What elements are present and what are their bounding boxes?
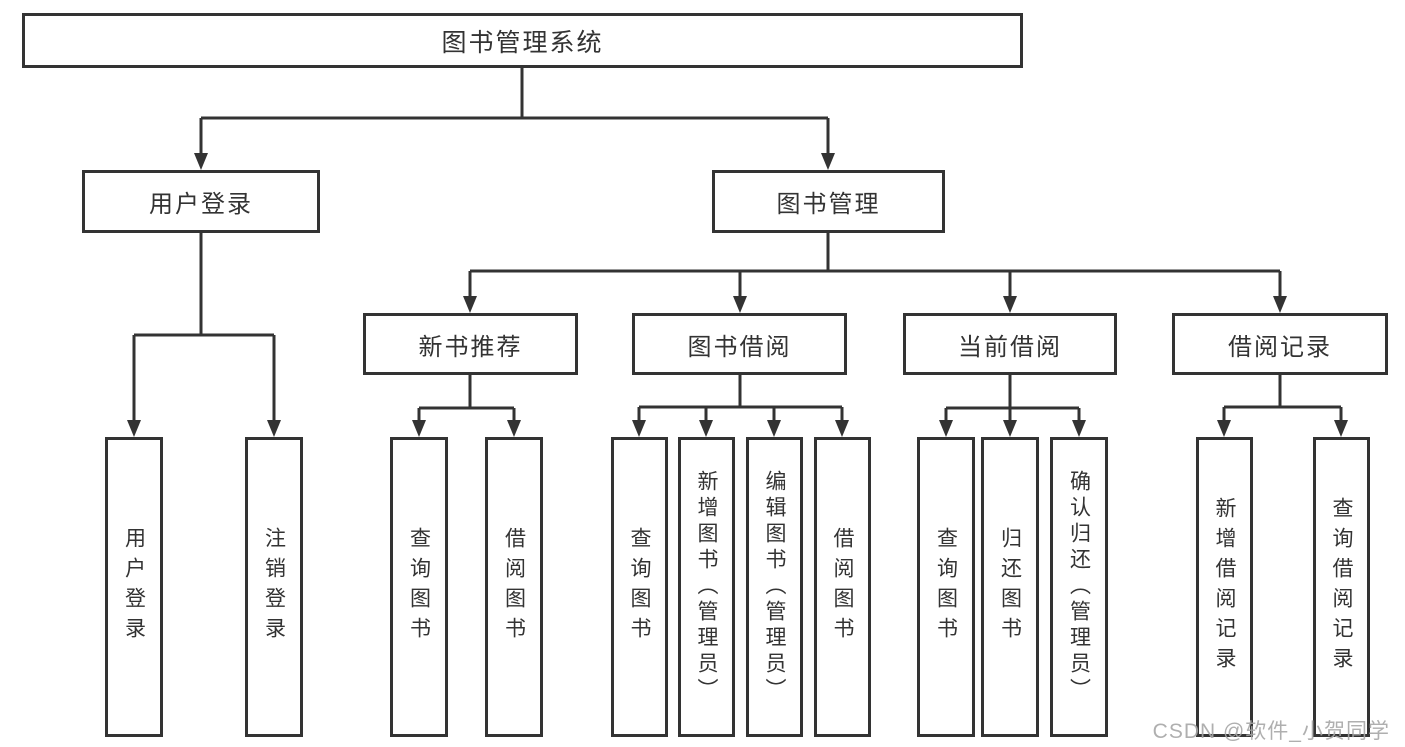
leaf-label: 新增借阅记录: [1213, 497, 1236, 677]
connector-current-borrowing-to-leaves: [944, 375, 1081, 424]
node-current-borrowing: 当前借阅: [903, 313, 1117, 375]
arrowhead: [1072, 420, 1086, 437]
arrowhead: [127, 420, 141, 437]
connector-arrowheads: [127, 153, 1348, 437]
connector-borrowing-records-to-leaves: [1222, 375, 1343, 424]
csdn-watermark: CSDN @软件_小贺同学: [1152, 720, 1390, 743]
leaf-label: 新增图书（管理员）: [695, 470, 718, 704]
arrowhead: [632, 420, 646, 437]
arrowhead: [1334, 420, 1348, 437]
leaf-records-add-borrow-record: 新增借阅记录: [1196, 437, 1253, 737]
leaf-borrowing-add-books-admin: 新增图书（管理员）: [678, 437, 735, 737]
node-new-book-recommend: 新书推荐: [363, 313, 578, 375]
arrowhead: [1003, 420, 1017, 437]
connector-new-book-recommend-to-leaves: [417, 375, 516, 424]
arrowhead: [463, 296, 477, 313]
leaf-label: 编辑图书（管理员）: [763, 470, 786, 704]
arrowhead: [1217, 420, 1231, 437]
connector-book-management-to-level3: [468, 233, 1282, 300]
connector-book-borrowing-to-leaves: [637, 375, 844, 424]
leaf-label: 借阅图书: [502, 527, 526, 647]
connector-lines: [132, 68, 1343, 424]
leaf-label: 确认归还（管理员）: [1067, 470, 1091, 704]
leaf-label: 用户登录: [122, 527, 146, 647]
leaf-label: 归还图书: [998, 527, 1022, 647]
leaf-current-confirm-return-admin: 确认归还（管理员）: [1050, 437, 1108, 737]
leaf-logout: 注销登录: [245, 437, 303, 737]
arrowhead: [767, 420, 781, 437]
leaf-current-return-books: 归还图书: [981, 437, 1039, 737]
arrowhead: [412, 420, 426, 437]
leaf-borrowing-borrow-books: 借阅图书: [814, 437, 871, 737]
arrowhead: [821, 153, 835, 170]
arrowhead: [194, 153, 208, 170]
arrowhead: [507, 420, 521, 437]
connector-user-login-to-leaves: [132, 233, 276, 424]
leaf-label: 查询图书: [628, 527, 651, 647]
arrowhead: [835, 420, 849, 437]
arrowhead: [1273, 296, 1287, 313]
leaf-label: 借阅图书: [831, 527, 854, 647]
node-user-login: 用户登录: [82, 170, 320, 233]
leaf-user-login: 用户登录: [105, 437, 163, 737]
node-borrowing-records: 借阅记录: [1172, 313, 1388, 375]
arrowhead: [939, 420, 953, 437]
arrowhead: [699, 420, 713, 437]
leaf-label: 注销登录: [262, 527, 286, 647]
node-library-management-system: 图书管理系统: [22, 13, 1023, 68]
leaf-borrowing-edit-books-admin: 编辑图书（管理员）: [746, 437, 803, 737]
leaf-newbook-query-books: 查询图书: [390, 437, 448, 737]
node-book-management: 图书管理: [712, 170, 945, 233]
leaf-label: 查询图书: [934, 527, 958, 647]
node-book-borrowing: 图书借阅: [632, 313, 847, 375]
leaf-label: 查询借阅记录: [1330, 497, 1353, 677]
arrowhead: [1003, 296, 1017, 313]
leaf-records-query-borrow-record: 查询借阅记录: [1313, 437, 1370, 737]
leaf-label: 查询图书: [407, 527, 431, 647]
connector-root-to-level2: [199, 68, 830, 157]
leaf-current-query-books: 查询图书: [917, 437, 975, 737]
arrowhead: [733, 296, 747, 313]
leaf-newbook-borrow-books: 借阅图书: [485, 437, 543, 737]
arrowhead: [267, 420, 281, 437]
leaf-borrowing-query-books: 查询图书: [611, 437, 668, 737]
